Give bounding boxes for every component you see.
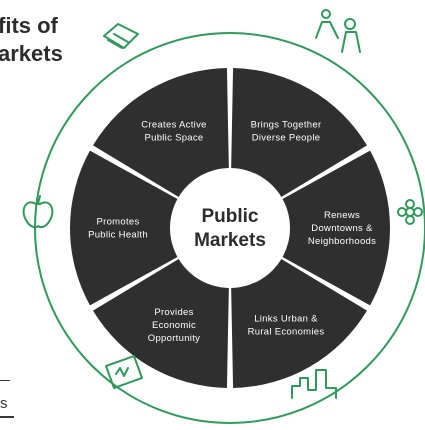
segment-right-label-line-2: Downtowns & xyxy=(311,223,373,234)
segment-top-left xyxy=(92,68,229,198)
hub-circle xyxy=(173,171,287,285)
title-line-1: fits of xyxy=(0,13,58,38)
segment-top-left-label-line-2: Public Space xyxy=(144,133,203,144)
segment-bottom-left-label-line-2: Economic xyxy=(152,320,196,331)
segment-left xyxy=(69,150,178,306)
apple-icon xyxy=(22,195,54,229)
city-skyline-icon xyxy=(291,369,337,399)
segment-top-right-label-line-1: Brings Together xyxy=(251,120,322,131)
segment-left-label-line-1: Promotes xyxy=(96,217,139,228)
segment-bottom-left xyxy=(92,258,229,388)
segment-bottom-right xyxy=(231,258,368,388)
segment-right-label-line-1: Renews xyxy=(324,210,360,221)
segment-top-left-label-line-1: Creates Active xyxy=(141,120,206,131)
money-icon xyxy=(105,355,143,389)
corner-rule xyxy=(0,416,14,418)
corner-rule-top xyxy=(0,380,10,381)
people-icon xyxy=(315,9,361,53)
title-line-2: arkets xyxy=(0,41,63,66)
segment-bottom-left-label-line-1: Provides xyxy=(154,307,193,318)
segment-top-right-label-line-2: Diverse People xyxy=(252,133,321,144)
hub-label-line2: Markets xyxy=(194,230,266,251)
segment-right xyxy=(282,150,390,306)
flower-icon xyxy=(397,199,423,225)
segment-bottom-left-label-line-3: Opportunity xyxy=(148,333,200,344)
corner-text: s xyxy=(0,395,8,412)
segment-right-label-line-3: Neighborhoods xyxy=(308,236,376,247)
hub-label-line1: Public xyxy=(201,206,258,227)
segment-top-right xyxy=(231,68,368,198)
market-stall-icon xyxy=(103,23,139,49)
segment-left-label-line-2: Public Health xyxy=(88,230,148,241)
segment-bottom-right-label-line-2: Rural Economies xyxy=(248,326,325,337)
segment-bottom-right-label-line-1: Links Urban & xyxy=(254,313,318,324)
